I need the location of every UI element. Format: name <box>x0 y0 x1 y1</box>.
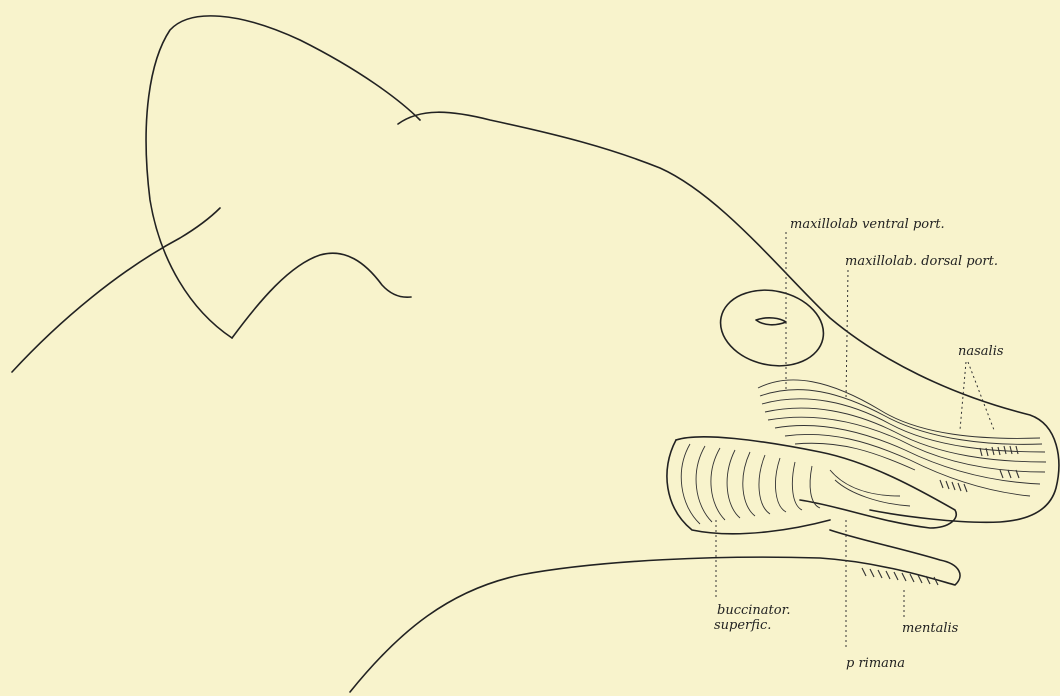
label-p-rimana: p rimana <box>846 657 905 671</box>
label-maxillolab-ventral: maxillolab ventral port. <box>790 218 945 232</box>
label-superfic: superfic. <box>714 619 771 633</box>
label-buccinator: buccinator. <box>717 604 791 618</box>
leader-nasalis-1 <box>960 362 966 430</box>
back-outline <box>12 208 220 372</box>
leader-maxillolab-dorsal <box>846 270 848 400</box>
label-maxillolab-dorsal: maxillolab. dorsal port. <box>845 255 998 269</box>
fin-outline <box>146 16 420 338</box>
fin-lower-edge <box>232 253 411 338</box>
head-dorsal-outline <box>398 112 1059 522</box>
leader-nasalis-2 <box>968 362 994 430</box>
label-nasalis: nasalis <box>958 345 1004 359</box>
eye-outline <box>713 281 830 375</box>
buccinator-muscle <box>667 437 956 534</box>
maxillolabialis-muscle <box>758 380 1046 496</box>
eye-slit <box>756 318 786 325</box>
label-mentalis: mentalis <box>902 622 958 636</box>
